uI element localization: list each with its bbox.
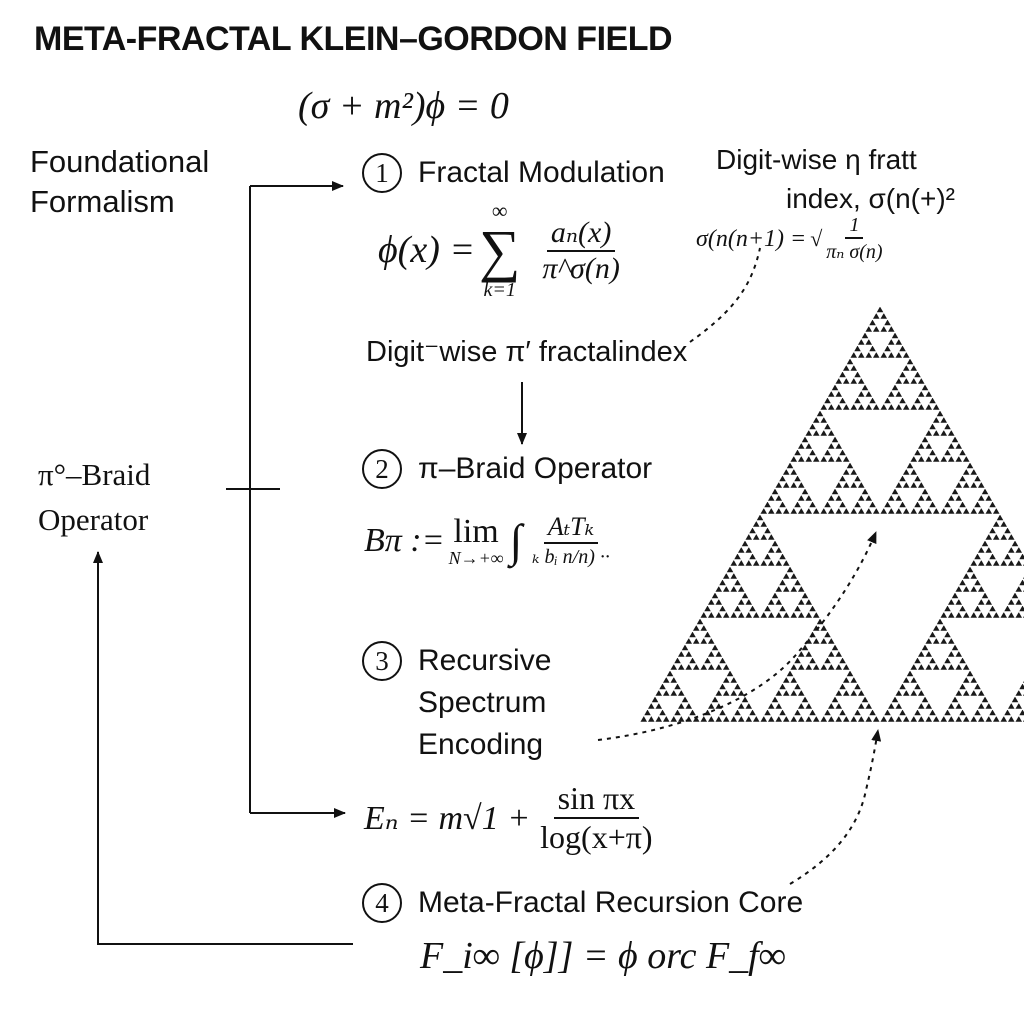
foundational-line-2: Formalism bbox=[30, 184, 175, 219]
energy-denominator: log(x+π) bbox=[540, 819, 653, 855]
step-label: π–Braid Operator bbox=[418, 452, 653, 485]
sum-symbol: ∑ bbox=[479, 218, 521, 283]
side-note-line-1: Digit-wise η fratt bbox=[716, 144, 917, 175]
side-formula-den: πₙ σ(n) bbox=[826, 241, 883, 263]
side-note-line-2: index, σ(n(+)² bbox=[786, 183, 955, 214]
step-number-badge: 3 bbox=[362, 641, 402, 681]
energy-numerator: sin πx bbox=[553, 780, 640, 819]
diagram-title: META-FRACTAL KLEIN–GORDON FIELD bbox=[34, 20, 673, 58]
sum-upper-limit: ∞ bbox=[491, 198, 508, 223]
step-label: Meta-Fractal Recursion Core bbox=[418, 886, 804, 919]
dashed-link-to-side-note bbox=[689, 247, 761, 343]
step-label: Fractal Modulation bbox=[418, 156, 665, 189]
side-formula-num: 1 bbox=[845, 214, 864, 239]
step-recursive-spectrum-encoding: 3 Recursive Spectrum Encoding bbox=[362, 640, 608, 766]
lim-subscript: N→+∞ bbox=[448, 547, 504, 568]
braid-denominator: ₖ bᵢ n/n) ·· bbox=[532, 546, 610, 568]
braid-numerator: AₜTₖ bbox=[543, 512, 599, 544]
step-braid-operator: 2 π–Braid Operator bbox=[362, 448, 652, 490]
lim-text: lim bbox=[453, 512, 499, 550]
phi-numerator: aₙ(x) bbox=[546, 215, 616, 252]
braid-limit: lim N→+∞ bbox=[448, 512, 504, 568]
sierpinski-fractal bbox=[639, 305, 1024, 723]
step-label: Recursive Spectrum Encoding bbox=[418, 644, 552, 761]
step-number-badge: 2 bbox=[362, 449, 402, 489]
sum-lower-limit: k=1 bbox=[483, 279, 516, 301]
braid-lhs: Bπ := bbox=[364, 521, 445, 559]
step-number-badge: 1 bbox=[362, 153, 402, 193]
side-formula-fraction: 1 πₙ σ(n) bbox=[822, 214, 886, 264]
fractal-modulation-equation: ϕ(x) = ∞ ∑ k=1 aₙ(x) π^σ(n) bbox=[378, 198, 630, 301]
summation: ∞ ∑ k=1 bbox=[479, 198, 521, 301]
phi-lhs: ϕ(x) = bbox=[378, 229, 475, 271]
dashed-link-core-to-fractal bbox=[789, 729, 882, 885]
phi-fraction: aₙ(x) π^σ(n) bbox=[538, 215, 623, 286]
feedback-arrow bbox=[93, 551, 353, 945]
side-formula-lhs: σ(n(n+1) = bbox=[696, 225, 807, 252]
braid-operator-side-label: π°–Braid Operator bbox=[38, 452, 150, 542]
dashed-link-encoding-to-fractal bbox=[597, 531, 877, 741]
main-equation: (σ + m²)ϕ = 0 bbox=[298, 85, 509, 127]
phi-denominator: π^σ(n) bbox=[542, 251, 620, 285]
braid-fraction: AₜTₖ ₖ bᵢ n/n) ·· bbox=[528, 512, 614, 569]
integral-sign: ∫ bbox=[509, 515, 523, 566]
energy-equation: Eₙ = m√1 + sin πx log(x+π) bbox=[364, 780, 663, 856]
foundational-line-1: Foundational bbox=[30, 144, 210, 179]
braid-side-line-1: π°–Braid bbox=[38, 457, 151, 492]
energy-fraction: sin πx log(x+π) bbox=[536, 780, 656, 856]
energy-lhs: Eₙ = m√1 + bbox=[364, 800, 531, 837]
step-fractal-modulation: 1 Fractal Modulation bbox=[362, 152, 665, 194]
foundational-formalism-label: Foundational Formalism bbox=[30, 142, 209, 222]
step-meta-fractal-core: 4 Meta-Fractal Recursion Core bbox=[362, 882, 803, 924]
recursion-core-equation: F_i∞ [ϕ]] = ϕ orc F_f∞ bbox=[420, 935, 786, 977]
braid-operator-equation: Bπ := lim N→+∞ ∫ AₜTₖ ₖ bᵢ n/n) ·· bbox=[364, 512, 620, 569]
step-number-badge: 4 bbox=[362, 883, 402, 923]
braid-side-line-2: Operator bbox=[38, 502, 149, 537]
digit-wise-caption: Digit⁻wise π′ fractalindex bbox=[366, 336, 688, 368]
side-note-formula: σ(n(n+1) = √ 1 πₙ σ(n) bbox=[696, 214, 893, 264]
